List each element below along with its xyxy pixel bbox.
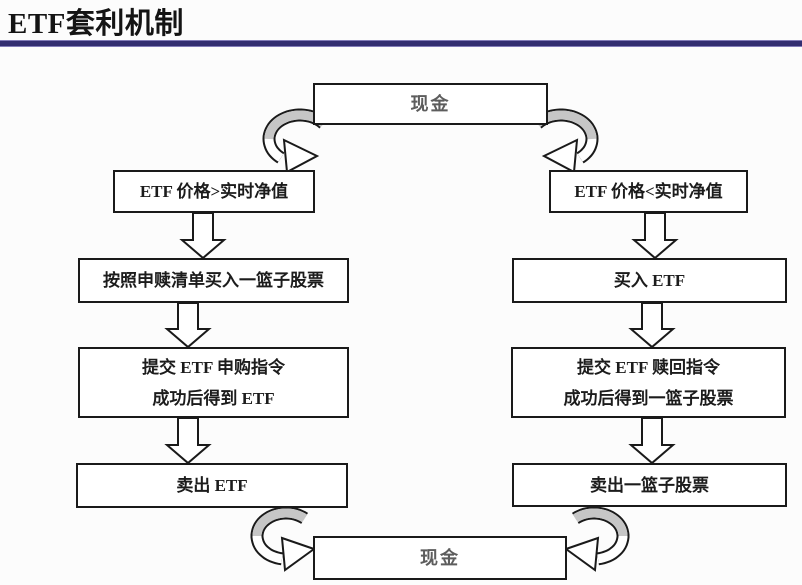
title-divider (0, 40, 802, 47)
curved-arrow-icon (250, 506, 317, 572)
node-sell-etf: 卖出 ETF (76, 463, 348, 508)
node-label: ETF 价格<实时净值 (574, 182, 723, 201)
node-cash-bottom: 现金 (313, 536, 567, 580)
node-label-line1: 提交 ETF 申购指令 (142, 357, 285, 377)
node-label: ETF 价格>实时净值 (139, 182, 289, 201)
node-label-line1: 提交 ETF 赎回指令 (577, 357, 720, 377)
node-submit-creation-order: 提交 ETF 申购指令 成功后得到 ETF (78, 347, 349, 418)
node-label: 买入 ETF (613, 271, 686, 290)
node-label: 卖出 ETF (176, 476, 248, 495)
node-price-below-nav: ETF 价格<实时净值 (549, 170, 748, 213)
node-buy-basket-per-list: 按照申赎清单买入一篮子股票 (78, 258, 349, 303)
node-label-line2: 成功后得到一篮子股票 (563, 388, 734, 408)
down-arrow-icon (628, 417, 676, 465)
node-sell-basket: 卖出一篮子股票 (512, 463, 787, 507)
node-buy-etf: 买入 ETF (512, 258, 787, 303)
node-label-line2: 成功后得到 ETF (152, 388, 275, 408)
down-arrow-icon (631, 212, 679, 260)
node-label: 现金 (420, 547, 460, 568)
down-arrow-icon (628, 302, 676, 349)
down-arrow-icon (164, 417, 212, 465)
node-label: 卖出一篮子股票 (590, 475, 709, 495)
down-arrow-icon (164, 302, 212, 349)
node-cash-top: 现金 (313, 83, 548, 125)
page-title: ETF套利机制 (8, 8, 184, 40)
down-arrow-icon (179, 212, 227, 260)
node-label: 按照申赎清单买入一篮子股票 (103, 271, 324, 290)
node-label: 现金 (410, 93, 451, 114)
curved-arrow-icon (563, 506, 630, 572)
node-price-above-nav: ETF 价格>实时净值 (113, 170, 315, 213)
node-submit-redemption-order: 提交 ETF 赎回指令 成功后得到一篮子股票 (511, 347, 786, 418)
